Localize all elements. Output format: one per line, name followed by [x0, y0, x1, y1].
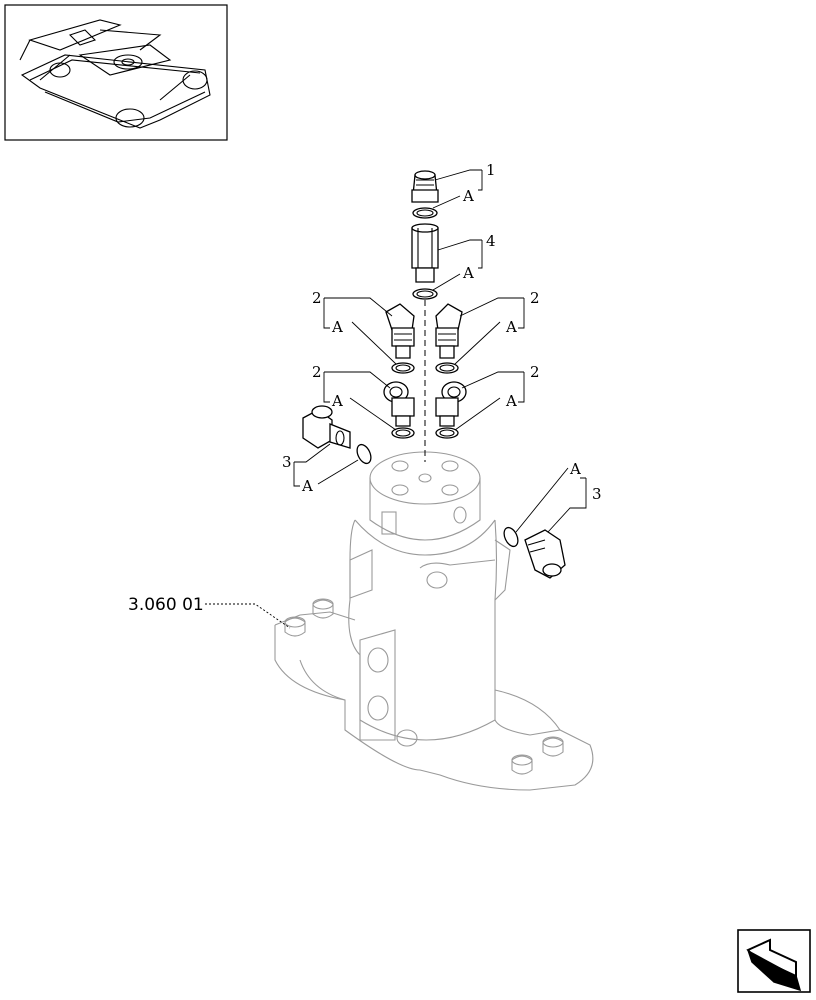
- callout-2-lower-left: 2: [312, 363, 322, 381]
- elbow-part-3-right: [524, 529, 566, 579]
- callout-A-lower-left: A: [331, 392, 343, 410]
- callout-3-right: 3: [592, 485, 602, 503]
- callout-A-left: A: [301, 477, 313, 495]
- o-ring-2-lower-left: [391, 427, 415, 439]
- fitting-part-2-lower-left: [383, 381, 415, 427]
- callout-1: 1: [486, 161, 496, 179]
- undercarriage-thumbnail: [4, 4, 228, 141]
- callout-labels: 1 A 4 A 2 A 2 A 2 A 2 A 3 A 3 A 3.060 01: [128, 161, 602, 615]
- o-ring-1: [412, 207, 438, 219]
- o-ring-2-upper-left: [391, 362, 415, 374]
- o-ring-3-left: [356, 443, 372, 465]
- fitting-part-1: [411, 170, 439, 203]
- callout-2-lower-right: 2: [530, 363, 540, 381]
- callout-A-upper-right: A: [505, 318, 517, 336]
- fitting-part-2-upper-left: [385, 303, 415, 359]
- callout-A-upper-left: A: [331, 318, 343, 336]
- callout-leaders: [205, 169, 587, 629]
- callout-A-right: A: [569, 460, 581, 478]
- callout-2-upper-right: 2: [530, 289, 540, 307]
- o-ring-3-right: [503, 526, 519, 548]
- reference-label: 3.060 01: [128, 595, 204, 615]
- callout-4: 4: [486, 232, 496, 250]
- swivel-joint-body: [274, 451, 594, 791]
- callout-3-left: 3: [282, 453, 292, 471]
- o-ring-2-lower-right: [435, 427, 459, 439]
- o-ring-2-upper-right: [435, 362, 459, 374]
- elbow-part-3-left: [302, 405, 351, 449]
- callout-A-lower-right: A: [505, 392, 517, 410]
- extension-part-4: [411, 223, 439, 283]
- fitting-part-2-lower-right: [435, 381, 467, 427]
- o-ring-4: [412, 288, 438, 300]
- next-page-arrow-icon[interactable]: [737, 929, 811, 993]
- fitting-part-2-upper-right: [435, 303, 463, 359]
- callout-A-4: A: [462, 264, 474, 282]
- callout-A-1: A: [462, 187, 474, 205]
- callout-2-upper-left: 2: [312, 289, 322, 307]
